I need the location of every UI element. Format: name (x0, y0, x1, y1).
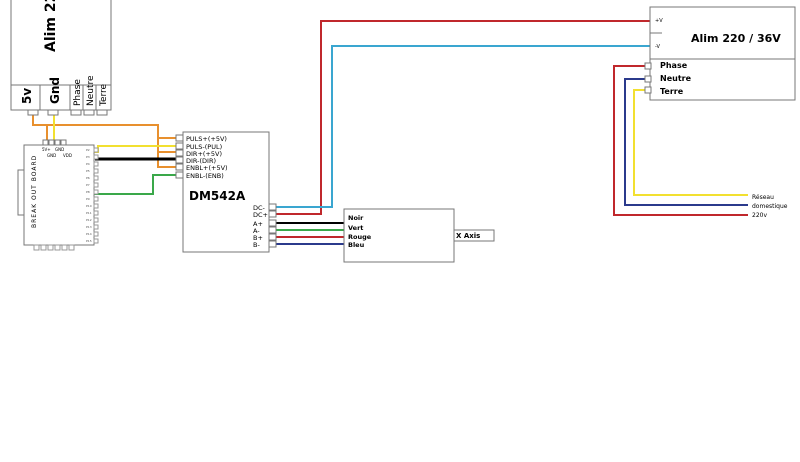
wire-orange-5v (32, 110, 176, 168)
svg-text:P4: P4 (86, 162, 90, 166)
driver-dm542a: DM542A PULS+(+5V) PULS-(PUL) DIR+(+5V) D… (175, 131, 277, 253)
driver-title: DM542A (189, 189, 246, 203)
svg-text:P13: P13 (86, 225, 92, 229)
driver-output-dc-plus: DC+ (253, 211, 268, 219)
wire-green-enb (93, 174, 176, 195)
breakout-top-label-5v: 5V+ (42, 147, 51, 152)
svg-text:P7: P7 (86, 183, 90, 187)
breakout-bottom-pins (33, 244, 75, 251)
psu-right-terminal-minus-v: -V (655, 44, 661, 50)
driver-output-a-plus: A+ (253, 220, 263, 228)
psu-left-terminal-neutre: Neutre (86, 75, 96, 106)
driver-input-enbl-minus: ENBL-(ENB) (186, 172, 224, 180)
driver-output-dc-minus: DC- (253, 204, 266, 212)
svg-text:P10: P10 (86, 204, 92, 208)
driver-output-b-minus: B- (253, 241, 260, 249)
psu-right-terminal-plus-v: +V (655, 18, 663, 24)
psu-left-terminal-phase: Phase (73, 79, 83, 106)
svg-text:P9: P9 (86, 197, 90, 201)
motor-wire-noir: Noir (348, 214, 364, 222)
svg-text:P14: P14 (86, 232, 92, 236)
svg-text:P8: P8 (86, 190, 90, 194)
driver-output-b-plus: B+ (253, 234, 263, 242)
driver-output-a-minus: A- (253, 227, 260, 235)
svg-text:P15: P15 (86, 239, 92, 243)
stepper-motor: Noir Vert Rouge Bleu X Axis (343, 208, 495, 263)
driver-input-enbl-plus: ENBL+(+5V) (186, 164, 228, 172)
breakout-top-label-vdd: VDD (63, 153, 72, 158)
motor-wire-bleu: Bleu (348, 241, 365, 249)
wire-cyan-minus-v (276, 45, 650, 208)
mains-label-line-3: 220v (752, 212, 767, 219)
wire-mains-terre (633, 89, 748, 196)
wire-red-plus-v (276, 20, 650, 215)
wire-mains-phase (613, 65, 748, 216)
driver-input-puls-minus: PULS-(PUL) (186, 143, 222, 151)
breakout-top-label-gnd2: GND (47, 153, 56, 158)
mains-label: Réseau domestique 220v (752, 194, 788, 219)
psu-right: Alim 220 / 36V +V -V Phase Neutre Terre (644, 6, 796, 101)
psu-left-title: Alim 220 (43, 0, 59, 52)
psu-right-title: Alim 220 / 36V (691, 32, 781, 45)
svg-text:P3: P3 (86, 155, 90, 159)
driver-input-puls-plus: PULS+(+5V) (186, 135, 227, 143)
breakout-top-label-gnd1: GND (55, 147, 64, 152)
psu-left-terminal-terre: Terre (99, 83, 109, 107)
wire-mains-neutre (624, 78, 748, 206)
motor-wire-vert: Vert (348, 224, 363, 232)
psu-left-terminal-5v: 5v (20, 88, 34, 104)
driver-input-dir-plus: DIR+(+5V) (186, 150, 222, 158)
psu-left-terminal-gnd: Gnd (48, 77, 62, 104)
psu-right-terminal-neutre: Neutre (660, 74, 692, 83)
psu-right-terminal-terre: Terre (660, 87, 684, 96)
psu-right-terminal-phase: Phase (660, 61, 688, 70)
breakout-title: BREAK OUT BOARD (31, 155, 38, 228)
svg-text:P12: P12 (86, 218, 92, 222)
driver-input-dir-minus: DIR-(DIR) (186, 157, 216, 165)
wires (32, 20, 748, 245)
breakout-right-pins (93, 147, 99, 244)
mains-label-line-1: Réseau (752, 194, 774, 201)
motor-wire-rouge: Rouge (348, 233, 372, 241)
psu-left: Alim 220 5v Gnd Phase Neutre Terre (10, 0, 112, 116)
svg-text:P2: P2 (86, 148, 90, 152)
svg-text:P11: P11 (86, 211, 92, 215)
svg-text:P6: P6 (86, 176, 90, 180)
motor-axis-label: X Axis (456, 232, 480, 240)
svg-text:P5: P5 (86, 169, 90, 173)
mains-label-line-2: domestique (752, 203, 788, 210)
